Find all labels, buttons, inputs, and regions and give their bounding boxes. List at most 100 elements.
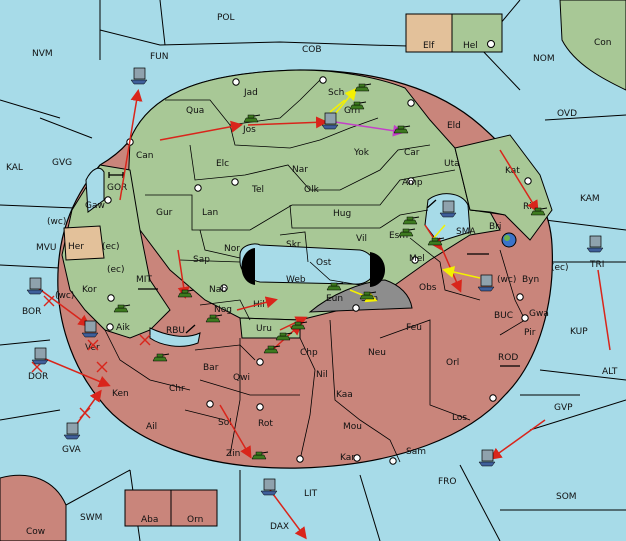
aba-box bbox=[124, 489, 172, 527]
orn-box bbox=[170, 489, 218, 527]
land-label: Gwa bbox=[529, 309, 549, 319]
land-label: Yok bbox=[353, 148, 370, 158]
land-borders bbox=[104, 79, 526, 463]
sea-labels: POL NVM FUN COB NOM Con OVD KAL GVG GOR … bbox=[6, 13, 618, 537]
sea-label: KAM bbox=[580, 194, 600, 204]
land-label: Kaa bbox=[336, 390, 353, 400]
land-label: Gaw bbox=[85, 201, 105, 211]
land-label: Ail bbox=[146, 422, 157, 432]
coast-marker: (wc) bbox=[55, 291, 74, 301]
land-label: Pir bbox=[524, 328, 536, 338]
land-label: Can bbox=[136, 151, 154, 161]
sea-label: DAX bbox=[270, 522, 289, 532]
sea-label: KUP bbox=[570, 327, 588, 337]
land-label: Kar bbox=[340, 453, 355, 463]
land-label: Qua bbox=[186, 106, 204, 116]
land-label: Gur bbox=[156, 208, 173, 218]
legend-boxes: Elf Hel Aba Orn bbox=[124, 13, 503, 527]
land-label: Skr bbox=[286, 240, 301, 250]
coast-markers: (wc) (ec) (ec) (wc) (wc) (ec) bbox=[47, 217, 569, 301]
land-label: Uru bbox=[256, 324, 272, 334]
sea-label: NVM bbox=[32, 49, 53, 59]
land-label: Nog bbox=[214, 305, 232, 315]
channel-sma bbox=[424, 193, 471, 243]
land-label: Uta bbox=[444, 159, 460, 169]
land-cow[interactable] bbox=[0, 474, 67, 541]
sea-label: ROD bbox=[498, 353, 518, 363]
land-label: Obs bbox=[419, 283, 437, 293]
channel-gor bbox=[85, 167, 105, 213]
sea-label: Con bbox=[594, 38, 612, 48]
land-label: Jad bbox=[243, 88, 258, 98]
land-label: Elc bbox=[216, 159, 229, 169]
land-label: Chp bbox=[300, 348, 318, 358]
sea-label: COB bbox=[302, 45, 322, 55]
land-label: Ost bbox=[316, 258, 332, 268]
land-label: Ken bbox=[112, 389, 129, 399]
sea-label: SOM bbox=[556, 492, 577, 502]
channel-arrows bbox=[108, 172, 520, 367]
land-label: Bri bbox=[489, 222, 501, 232]
gulf-cap-west bbox=[241, 248, 255, 285]
sea-label: SMA bbox=[456, 227, 476, 237]
land-label: Hug bbox=[333, 209, 351, 219]
sea-label: GOR bbox=[107, 183, 127, 193]
sea-label: KAL bbox=[6, 163, 23, 173]
coast-marker: (wc) bbox=[497, 275, 516, 285]
land-label: Esm bbox=[389, 231, 408, 241]
land-label: Byn bbox=[522, 275, 539, 285]
land-label: Chr bbox=[169, 384, 185, 394]
sea-label: MVU bbox=[36, 243, 57, 253]
land-label: Nor bbox=[224, 244, 240, 254]
sea-label: FRO bbox=[438, 477, 457, 487]
legend-elf-box bbox=[405, 13, 453, 53]
coast-marker: (wc) bbox=[47, 217, 66, 227]
land-label: Web bbox=[286, 275, 306, 285]
land-label: Sch bbox=[328, 88, 344, 98]
sea-label: SWM bbox=[80, 513, 102, 523]
sea-label: FUN bbox=[150, 52, 169, 62]
land-label: Bar bbox=[203, 363, 219, 373]
sea-label: Cow bbox=[26, 527, 45, 537]
coast-marker: (ec) bbox=[107, 265, 125, 275]
inner-gulf bbox=[239, 243, 377, 285]
land-labels: Jad Qua Sch Grh Jos Eld Can Yok Car Elc … bbox=[68, 88, 549, 463]
channel-rbu bbox=[149, 327, 201, 347]
coast-marker: (ec) bbox=[551, 263, 569, 273]
supply-center-icon bbox=[487, 40, 495, 48]
land-label: Grh bbox=[344, 106, 360, 116]
land-label: Los bbox=[452, 413, 467, 423]
sea-label: LIT bbox=[304, 489, 318, 499]
globe-icon bbox=[501, 232, 517, 248]
failed-order-crosses bbox=[31, 295, 151, 419]
legend-elf-label: Elf bbox=[423, 41, 435, 51]
sea-label: DOR bbox=[28, 372, 48, 382]
sea-label: TRI bbox=[589, 260, 604, 270]
land-label: Nil bbox=[316, 370, 328, 380]
land-label: Eun bbox=[326, 294, 343, 304]
sea-label: MIT bbox=[136, 275, 152, 285]
land-label: Jos bbox=[242, 125, 256, 135]
land-label: Ver bbox=[85, 343, 100, 353]
neutral-region-sun[interactable] bbox=[308, 279, 413, 313]
sea-label: RBU bbox=[166, 326, 185, 336]
land-label: Eld bbox=[447, 121, 461, 131]
land-label: Vil bbox=[356, 234, 367, 244]
land-label: Zin bbox=[226, 449, 240, 459]
gulf-cap-east bbox=[370, 252, 385, 287]
convoy-orders bbox=[334, 121, 405, 137]
sea-label: GVP bbox=[554, 403, 573, 413]
sea-label: OVD bbox=[557, 109, 577, 119]
aba-label: Aba bbox=[141, 515, 158, 525]
sea-label: NOM bbox=[533, 54, 555, 64]
land-label: Mel bbox=[409, 254, 425, 264]
land-label: Olk bbox=[304, 185, 320, 195]
land-label: Kor bbox=[82, 285, 97, 295]
land-label: Tel bbox=[251, 185, 264, 195]
sea-label: POL bbox=[217, 13, 235, 23]
land-label: Aik bbox=[116, 323, 131, 333]
land-label: Qwi bbox=[233, 373, 250, 383]
province-her-area[interactable] bbox=[63, 225, 105, 261]
legend-hel-label: Hel bbox=[463, 41, 478, 51]
